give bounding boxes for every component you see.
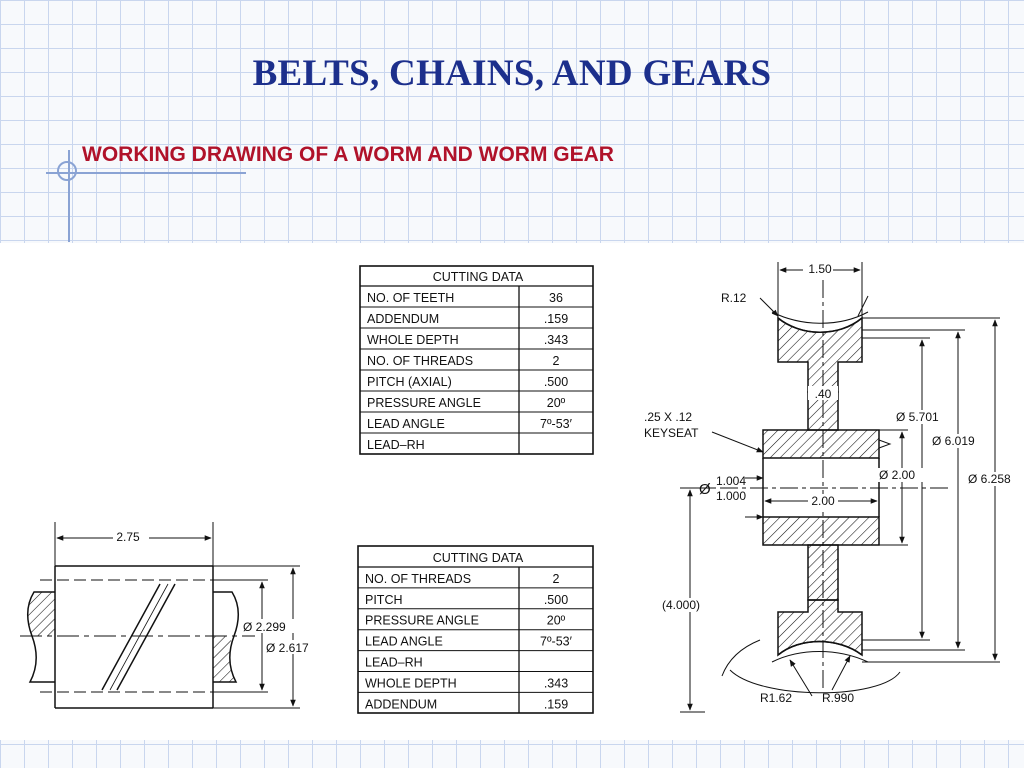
worm-length-dim: 2.75 xyxy=(116,530,140,544)
table-row-label: NO. OF THREADS xyxy=(365,572,471,586)
gear-rim-radius-dim: R.12 xyxy=(721,291,747,305)
table-row-value: 7º-53′ xyxy=(540,635,573,649)
gear-root-dia-dim: Ø 5.701 xyxy=(896,410,939,424)
table-row-label: LEAD ANGLE xyxy=(367,417,445,431)
table-row-label: WHOLE DEPTH xyxy=(365,676,457,690)
table-row-value: .343 xyxy=(544,676,568,690)
gear-outside-dia-dim: Ø 6.258 xyxy=(968,472,1011,486)
bore-dia-symbol: Ø xyxy=(699,481,711,498)
table-row-value: .343 xyxy=(544,333,568,347)
worm-view xyxy=(20,522,319,709)
decorative-line-vertical xyxy=(68,150,70,242)
table-row-label: ADDENDUM xyxy=(367,312,439,326)
table-row-value: 36 xyxy=(549,291,563,305)
decorative-ring xyxy=(57,161,77,181)
table-row-value: .159 xyxy=(544,312,568,326)
gear-web-dim: .40 xyxy=(815,387,832,401)
bore-lower-dim: 1.000 xyxy=(716,489,746,503)
table-row-label: ADDENDUM xyxy=(365,697,437,711)
bore-upper-dim: 1.004 xyxy=(716,474,746,488)
table-row-label: LEAD–RH xyxy=(365,656,423,670)
table-row-label: PITCH (AXIAL) xyxy=(367,375,452,389)
table-row-label: PITCH xyxy=(365,593,403,607)
hub-dia-dim: Ø 2.00 xyxy=(879,468,915,482)
table-row-value: .500 xyxy=(544,375,568,389)
worm-table-header: CUTTING DATA xyxy=(433,551,524,565)
throat-radius-dim: R1.62 xyxy=(760,691,792,705)
table-row-value: 20º xyxy=(547,614,566,628)
table-row-label: LEAD–RH xyxy=(367,438,425,452)
gear-face-width-dim: 1.50 xyxy=(808,262,832,276)
face-radius-dim: R.990 xyxy=(822,691,854,705)
table-row-label: LEAD ANGLE xyxy=(365,635,443,649)
table-row-value: 2 xyxy=(553,572,560,586)
slide-subtitle: WORKING DRAWING OF A WORM AND WORM GEAR xyxy=(82,143,614,166)
table-row-value: 2 xyxy=(553,354,560,368)
gear-pitch-dia-dim: Ø 6.019 xyxy=(932,434,975,448)
worm-gear-section xyxy=(660,262,1024,713)
table-row-label: NO. OF TEETH xyxy=(367,291,454,305)
table-row-value: 7º-53′ xyxy=(540,417,573,431)
keyseat-label: KEYSEAT xyxy=(644,426,699,440)
table-row-value: 20º xyxy=(547,396,566,410)
gear-table-header: CUTTING DATA xyxy=(433,270,524,284)
worm-pitch-dia-dim: Ø 2.299 xyxy=(243,620,286,634)
decorative-line-horizontal xyxy=(46,172,246,174)
table-row-label: PRESSURE ANGLE xyxy=(365,614,479,628)
table-row-label: NO. OF THREADS xyxy=(367,354,473,368)
table-row-label: WHOLE DEPTH xyxy=(367,333,459,347)
table-row-label: PRESSURE ANGLE xyxy=(367,396,481,410)
keyseat-size-dim: .25 X .12 xyxy=(644,410,692,424)
slide-title: BELTS, CHAINS, AND GEARS xyxy=(252,53,772,94)
table-row-value: .500 xyxy=(544,593,568,607)
center-distance-dim: (4.000) xyxy=(662,598,700,612)
worm-outside-dia-dim: Ø 2.617 xyxy=(266,641,309,655)
table-row-value: .159 xyxy=(544,697,568,711)
hub-length-dim: 2.00 xyxy=(811,494,835,508)
